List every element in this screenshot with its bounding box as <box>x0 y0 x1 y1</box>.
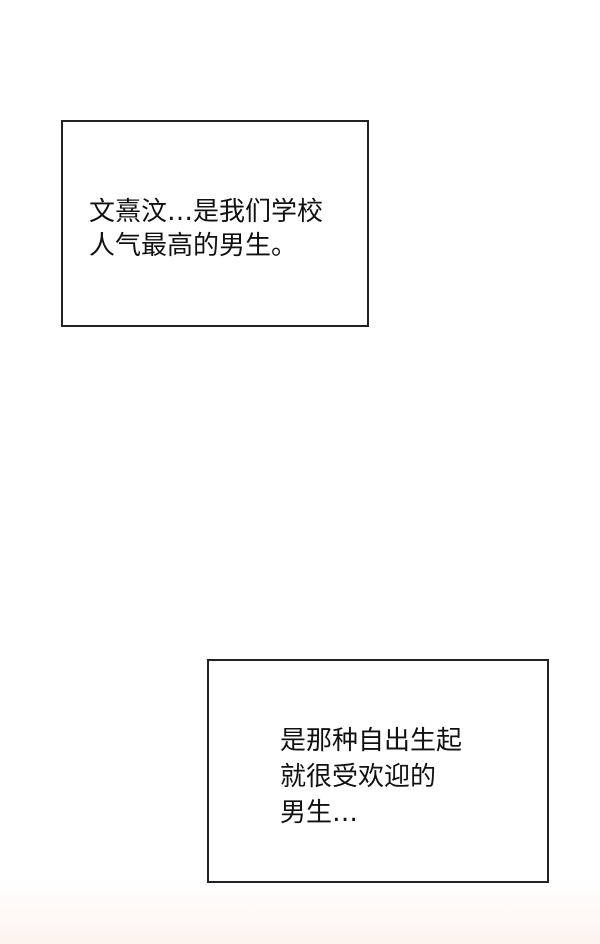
caption-line: 男生… <box>280 798 359 828</box>
caption-line: 就很受欢迎的 <box>280 762 437 792</box>
caption-box-2: 是那种自出生起 就很受欢迎的 男生… <box>207 659 549 883</box>
caption-text-2: 是那种自出生起 就很受欢迎的 男生… <box>280 723 462 831</box>
caption-line: 文熹汶…是我们学校 <box>89 197 324 227</box>
caption-line: 是那种自出生起 <box>280 726 463 756</box>
caption-box-1: 文熹汶…是我们学校 人气最高的男生。 <box>61 120 369 327</box>
caption-text-1: 文熹汶…是我们学校 人气最高的男生。 <box>89 195 323 263</box>
caption-line: 人气最高的男生。 <box>89 231 298 261</box>
